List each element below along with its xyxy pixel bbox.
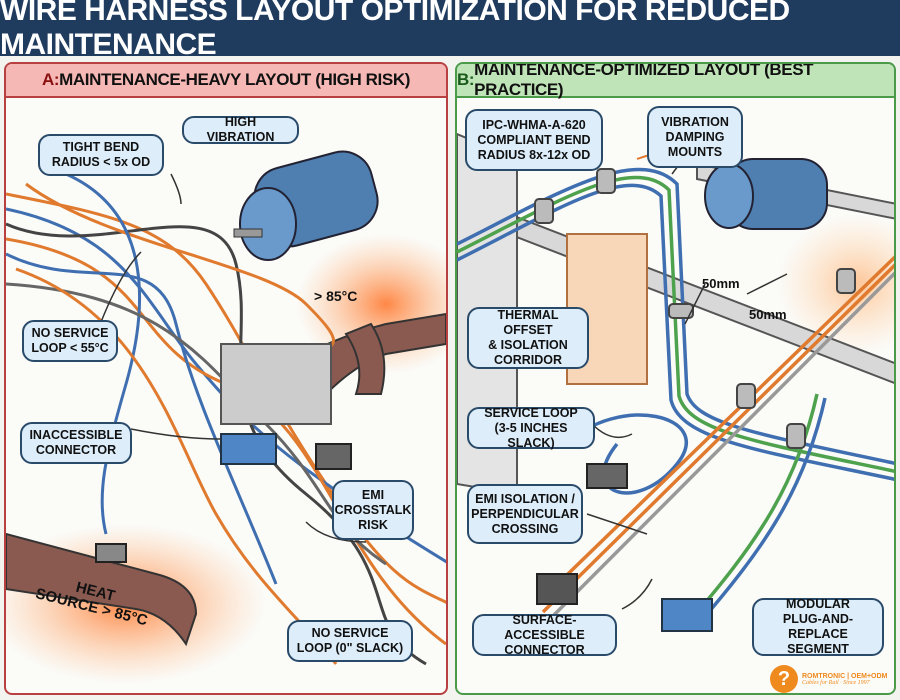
- logo-tagline: Cables for Rail · Since 1997: [802, 679, 870, 686]
- panel-maintenance-heavy: A: MAINTENANCE-HEAVY LAYOUT (HIGH RISK) …: [4, 62, 448, 695]
- optimized-harness-illustration: [457, 132, 894, 632]
- callout-emi-isolation: EMI ISOLATION / PERPENDICULAR CROSSING: [467, 484, 583, 544]
- panel-a-title: MAINTENANCE-HEAVY LAYOUT (HIGH RISK): [59, 70, 410, 89]
- clamp-icons: [534, 168, 856, 449]
- panel-b-prefix: B:: [457, 70, 475, 89]
- callout-bend-radius-standard: IPC-WHMA-A-620 COMPLIANT BEND RADIUS 8x-…: [465, 109, 603, 171]
- callout-surface-accessible: SURFACE-ACCESSIBLE CONNECTOR: [472, 613, 617, 657]
- panel-b-heading: B: MAINTENANCE-OPTIMIZED LAYOUT (BEST PR…: [457, 62, 894, 99]
- callout-vibration-damping: VIBRATION DAMPING MOUNTS: [647, 106, 743, 168]
- panel-a-heading: A: MAINTENANCE-HEAVY LAYOUT (HIGH RISK): [6, 64, 446, 98]
- panel-maintenance-optimized: B: MAINTENANCE-OPTIMIZED LAYOUT (BEST PR…: [455, 62, 896, 695]
- motor-icon: [704, 158, 828, 230]
- logo-mark-icon: ?: [770, 665, 798, 693]
- distance-label-2: 50mm: [749, 307, 787, 322]
- callout-service-loop: SERVICE LOOP (3-5 INCHES SLACK): [467, 406, 595, 450]
- page-title: WIRE HARNESS LAYOUT OPTIMIZATION FOR RED…: [0, 0, 900, 61]
- surface-accessible-connector-icon: [536, 573, 578, 605]
- callout-inaccessible-connector: INACCESSIBLE CONNECTOR: [20, 422, 132, 464]
- heat-glow: [777, 214, 894, 354]
- callout-emi-crosstalk: EMI CROSSTALK RISK: [332, 480, 414, 540]
- callout-no-service-loop-top: NO SERVICE LOOP < 55°C: [22, 320, 118, 362]
- exhaust-pipe-icon: [6, 312, 446, 647]
- callout-modular-segment: MODULAR PLUG-AND-REPLACE SEGMENT: [752, 597, 884, 656]
- callout-no-service-loop-bottom: NO SERVICE LOOP (0" SLACK): [287, 620, 413, 662]
- junction-block: [220, 343, 332, 425]
- distance-label-1: 50mm: [702, 276, 740, 291]
- inaccessible-connector-icon: [220, 433, 277, 465]
- motor-icon: [233, 150, 379, 261]
- service-loop-connector-icon: [586, 463, 628, 489]
- callout-tight-bend: TIGHT BEND RADIUS < 5x OD: [38, 134, 164, 176]
- callout-high-vibration: HIGH VIBRATION: [182, 115, 299, 144]
- connector-icon: [95, 543, 127, 563]
- connector-icon: [315, 443, 352, 470]
- modular-plug-icon: [661, 598, 713, 632]
- panel-b-title: MAINTENANCE-OPTIMIZED LAYOUT (BEST PRACT…: [474, 62, 814, 99]
- panel-a-prefix: A:: [42, 70, 60, 89]
- callout-thermal-offset: THERMAL OFFSET & ISOLATION CORRIDOR: [467, 307, 589, 369]
- temperature-label: > 85°C: [314, 288, 358, 304]
- logo-brand: ROMTRONIC | OEM+ODM: [802, 672, 888, 680]
